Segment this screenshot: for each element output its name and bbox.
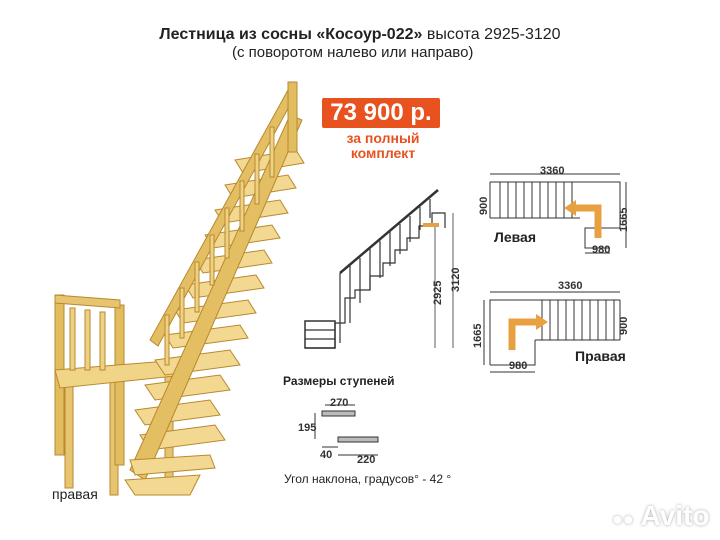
plan-right-landing: 980 — [509, 360, 528, 372]
plan-right-width: 900 — [618, 316, 630, 335]
slope-angle: Угол наклона, градусов° - 42 ° — [284, 472, 452, 486]
title-height: высота 2925-3120 — [426, 26, 561, 43]
page-title: Лестница из сосны «Косоур-022» высота 29… — [0, 26, 720, 44]
plan-left-label: Левая — [494, 229, 536, 245]
price-badge: 73 900 р. — [322, 98, 440, 128]
tread-width: 270 — [330, 397, 349, 409]
staircase-photo — [54, 81, 305, 496]
height-3120: 3120 — [450, 267, 462, 292]
top-post — [287, 81, 298, 153]
subtitle: (с поворотом налево или направо) — [232, 44, 474, 61]
plan-right-length: 3360 — [558, 280, 583, 292]
height-2925: 2925 — [432, 280, 444, 305]
title-main: Лестница из сосны «Косоур-022» — [159, 26, 423, 43]
landing-rail — [54, 294, 121, 309]
price-note: за полный комплект — [346, 130, 420, 161]
side-view-drawing — [304, 189, 454, 349]
step-nosing: 40 — [320, 449, 333, 461]
step-depth: 220 — [357, 454, 376, 466]
plan-right-label: Правая — [575, 348, 626, 364]
watermark-text: Avito — [640, 500, 710, 531]
newel-post — [114, 304, 125, 466]
plan-right-drawing — [483, 291, 621, 373]
plan-left-depth: 1665 — [618, 207, 630, 232]
steps-heading: Размеры ступеней — [283, 374, 395, 388]
photo-caption: правая — [52, 486, 98, 502]
plan-left-width: 900 — [478, 196, 490, 215]
avito-logo-icon: ●● — [612, 509, 634, 529]
plan-left-landing: 980 — [592, 244, 611, 256]
step-rise: 195 — [298, 422, 317, 434]
plan-left-drawing — [489, 173, 627, 254]
avito-watermark: ●● Avito — [612, 500, 709, 532]
step-profile-drawing — [314, 404, 379, 456]
plan-left-length: 3360 — [540, 165, 565, 177]
plan-right-depth: 1665 — [472, 323, 484, 348]
